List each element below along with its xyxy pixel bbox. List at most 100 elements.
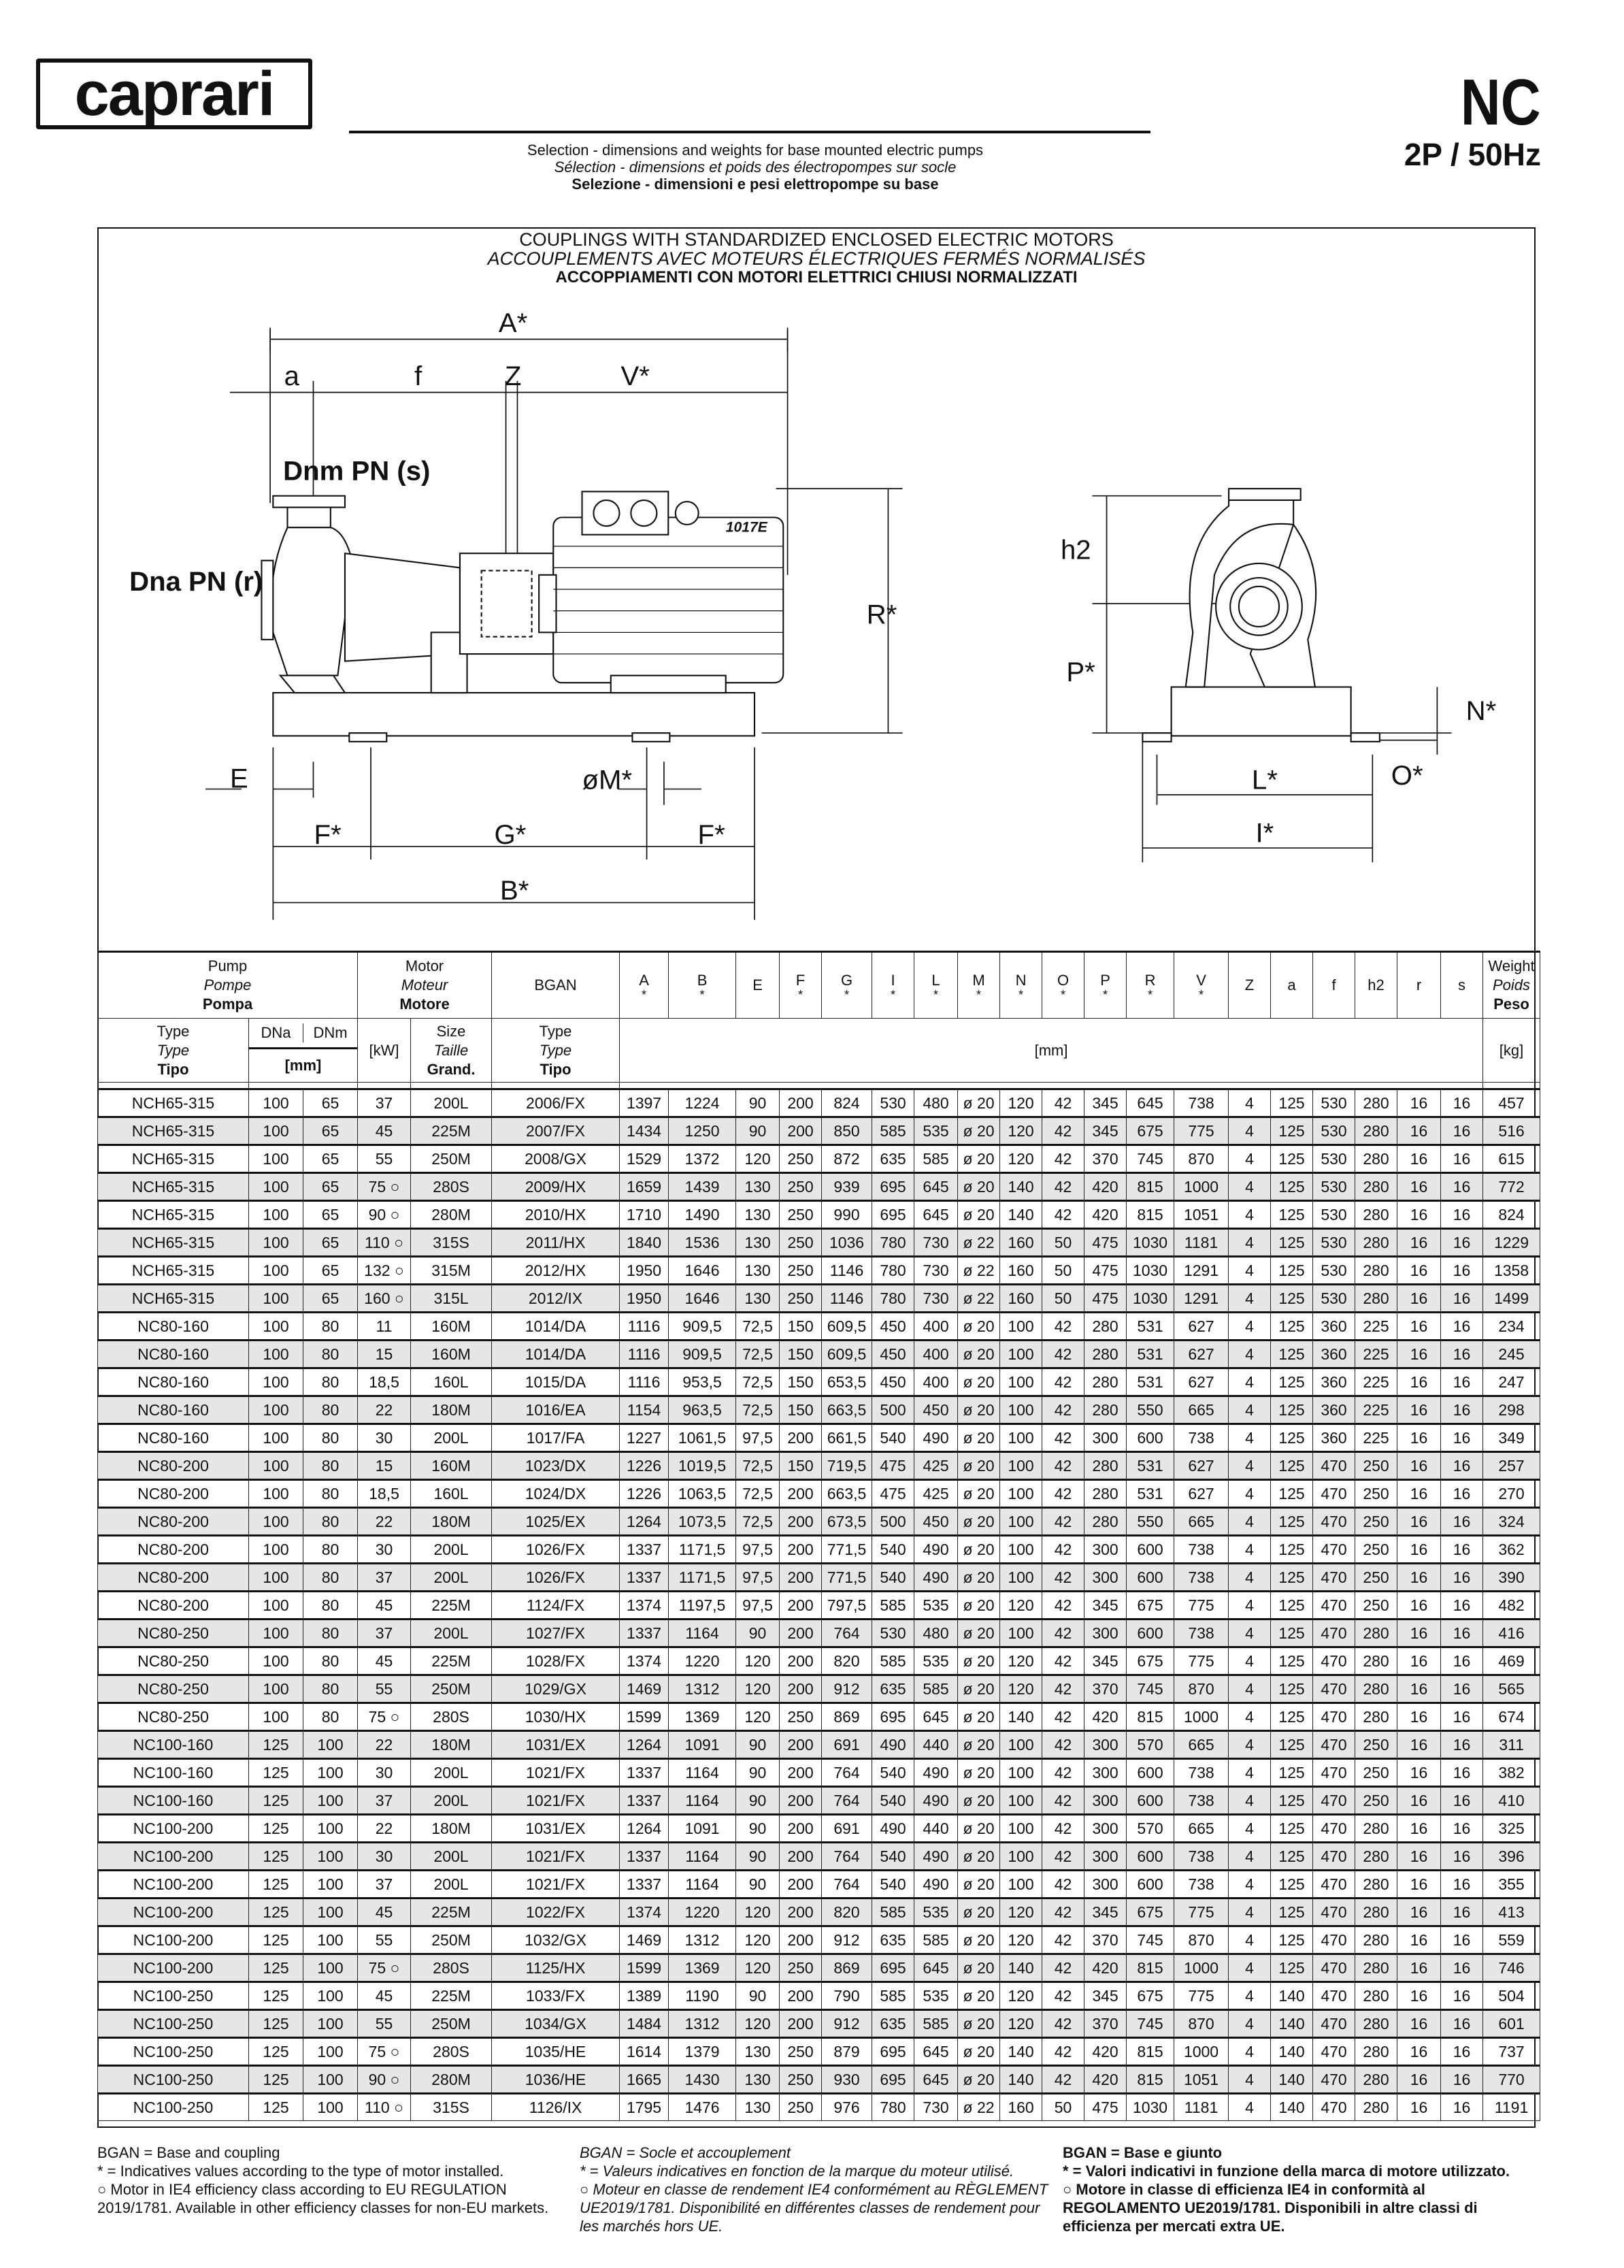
cell-F: 250 [779, 2092, 823, 2121]
cell-r: 16 [1397, 2037, 1442, 2066]
cell-Z: 4 [1228, 2092, 1272, 2121]
cell-E: 72,5 [735, 1395, 780, 1424]
cell-weight: 824 [1482, 1200, 1541, 1229]
cell-dna: 100 [248, 1255, 303, 1285]
cell-size: 250M [410, 2009, 493, 2038]
cell-f: 530 [1312, 1283, 1356, 1313]
header-dim-letter: G [840, 972, 853, 989]
cell-E: 97,5 [735, 1590, 780, 1620]
cell-B: 1430 [668, 2065, 737, 2094]
cell-dnm: 80 [302, 1674, 359, 1703]
cell-size: 280M [410, 2065, 493, 2094]
cell-size: 180M [410, 1507, 493, 1536]
cell-P: 370 [1084, 1144, 1127, 1173]
footnote-it-bgan: BGAN = Base e giunto [1063, 2144, 1223, 2161]
cell-G: 691 [821, 1730, 873, 1759]
cell-A: 1154 [619, 1395, 669, 1424]
cell-a: 125 [1270, 1813, 1314, 1843]
cell-G: 764 [821, 1758, 873, 1787]
cell-G: 764 [821, 1841, 873, 1871]
cell-f: 470 [1312, 1562, 1356, 1592]
cell-L: 400 [914, 1367, 959, 1396]
cell-M: ø 20 [957, 1674, 1001, 1703]
cell-bgan: 1021/FX [491, 1841, 620, 1871]
cell-s: 16 [1440, 2092, 1484, 2121]
cell-bgan: 2011/HX [491, 1228, 620, 1257]
cell-L: 585 [914, 1925, 959, 1954]
cell-dnm: 80 [302, 1311, 359, 1341]
cell-f: 470 [1312, 1925, 1356, 1954]
cell-B: 1061,5 [668, 1423, 737, 1452]
cell-L: 425 [914, 1479, 959, 1508]
header-dim-asterisk: * [1061, 988, 1066, 1002]
header-dim-asterisk: * [642, 988, 647, 1002]
cell-B: 1091 [668, 1730, 737, 1759]
cell-R: 745 [1126, 2009, 1175, 2038]
cell-Z: 4 [1228, 1172, 1272, 1201]
cell-dnm: 100 [302, 1869, 359, 1899]
cell-s: 16 [1440, 1869, 1484, 1899]
cell-P: 280 [1084, 1311, 1127, 1341]
footnote-it-ie4: ○ Motore in classe di efficienza IE4 in … [1063, 2181, 1478, 2235]
cell-A: 1337 [619, 1786, 669, 1815]
cell-type: NC100-250 [97, 2037, 249, 2066]
cell-I: 780 [872, 1283, 915, 1313]
cell-M: ø 20 [957, 1813, 1001, 1843]
cell-P: 300 [1084, 1841, 1127, 1871]
cell-V: 665 [1174, 1395, 1229, 1424]
cell-L: 535 [914, 1897, 959, 1926]
cell-N: 120 [999, 1144, 1043, 1173]
cell-N: 100 [999, 1395, 1043, 1424]
cell-dna: 125 [248, 1813, 303, 1843]
cell-N: 160 [999, 1283, 1043, 1313]
cell-R: 550 [1126, 1395, 1175, 1424]
cell-O: 42 [1042, 1841, 1085, 1871]
cell-type: NC100-250 [97, 2065, 249, 2094]
header-dim-asterisk: * [1148, 988, 1153, 1002]
cell-Z: 4 [1228, 1283, 1272, 1313]
header-type-it: Tipo [157, 1060, 189, 1078]
cell-B: 1164 [668, 1841, 737, 1871]
cell-dnm: 100 [302, 2065, 359, 2094]
cell-s: 16 [1440, 1228, 1484, 1257]
cell-h2: 280 [1355, 1897, 1398, 1926]
header-dim-asterisk: * [891, 988, 896, 1002]
cell-bgan: 1029/GX [491, 1674, 620, 1703]
cell-r: 16 [1397, 1869, 1442, 1899]
cell-M: ø 20 [957, 1367, 1001, 1396]
cell-V: 738 [1174, 1758, 1229, 1787]
cell-A: 1226 [619, 1451, 669, 1480]
cell-A: 1374 [619, 1646, 669, 1675]
header-dim-asterisk: * [1103, 988, 1108, 1002]
cell-Z: 4 [1228, 1255, 1272, 1285]
page-subtitle: Selection - dimensions and weights for b… [415, 142, 1095, 193]
cell-N: 120 [999, 2009, 1043, 2038]
cell-I: 635 [872, 1925, 915, 1954]
cell-P: 370 [1084, 1674, 1127, 1703]
cell-h2: 280 [1355, 2037, 1398, 2066]
cell-f: 530 [1312, 1088, 1356, 1117]
header-dim-f: f [1312, 951, 1356, 1019]
cell-P: 475 [1084, 1228, 1127, 1257]
header-size-en: Size [436, 1022, 466, 1040]
cell-E: 120 [735, 1953, 780, 1982]
cell-h2: 250 [1355, 1590, 1398, 1620]
cell-f: 470 [1312, 1730, 1356, 1759]
cell-O: 42 [1042, 1925, 1085, 1954]
cell-bgan: 1026/FX [491, 1562, 620, 1592]
footnotes-it: BGAN = Base e giunto * = Valori indicati… [1063, 2143, 1536, 2235]
cell-B: 1197,5 [668, 1590, 737, 1620]
cell-O: 50 [1042, 1283, 1085, 1313]
cell-E: 130 [735, 1255, 780, 1285]
cell-weight: 298 [1482, 1395, 1541, 1424]
cell-size: 280S [410, 1172, 493, 1201]
cell-P: 300 [1084, 1730, 1127, 1759]
cell-M: ø 20 [957, 1786, 1001, 1815]
cell-kw: 30 [357, 1758, 412, 1787]
cell-f: 470 [1312, 1534, 1356, 1564]
cell-r: 16 [1397, 1255, 1442, 1285]
